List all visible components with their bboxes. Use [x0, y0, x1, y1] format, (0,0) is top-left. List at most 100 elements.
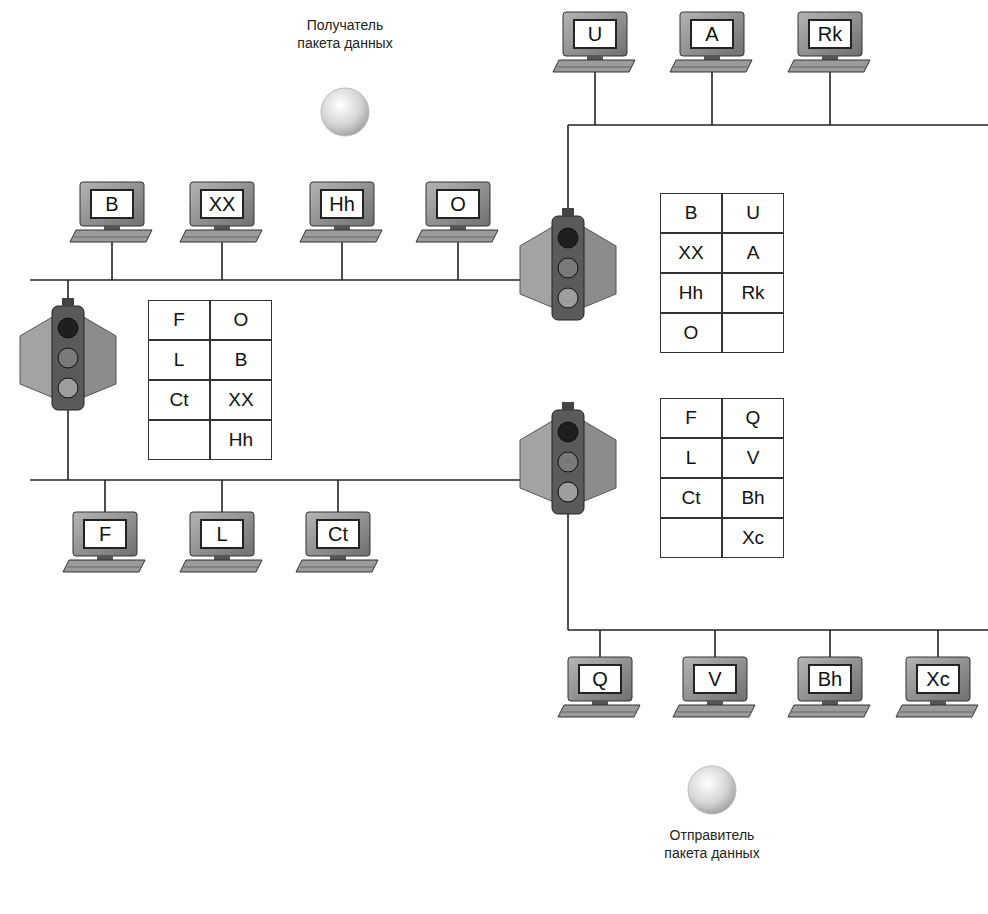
network-wire — [221, 480, 223, 512]
table-entry: L — [686, 447, 697, 469]
computer-label: XX — [200, 189, 244, 219]
table-entry: F — [685, 407, 697, 429]
table-entry: XX — [678, 242, 703, 264]
table-entry: Xc — [742, 527, 764, 549]
data-packet — [321, 88, 369, 136]
computer-label: Q — [578, 664, 622, 694]
computer-label: Hh — [320, 189, 364, 219]
computer-icon — [788, 12, 870, 72]
computer-icon — [180, 512, 262, 572]
computer-icon — [416, 182, 498, 242]
table-cell: Ct — [148, 380, 210, 420]
table-cell — [722, 313, 784, 353]
table-entry: O — [684, 322, 699, 344]
table-cell: Xc — [722, 518, 784, 558]
computer-icon — [70, 182, 152, 242]
table-entry: Rk — [741, 282, 764, 304]
computer-name: Xc — [926, 669, 949, 689]
network-wire — [457, 242, 459, 280]
table-cell: Ct — [660, 478, 722, 518]
computer-name: U — [588, 24, 602, 44]
table-cell: Rk — [722, 273, 784, 313]
computer-label: Bh — [808, 664, 852, 694]
computer-name: V — [708, 669, 721, 689]
computer-name: Hh — [329, 194, 355, 214]
table-cell — [660, 518, 722, 558]
network-wire — [937, 630, 939, 657]
table-cell: XX — [660, 233, 722, 273]
computer-name: A — [705, 24, 718, 44]
table-cell: A — [722, 233, 784, 273]
network-wire — [599, 630, 601, 657]
table-entry: B — [235, 349, 248, 371]
computer-icon — [553, 12, 635, 72]
router-icon — [520, 402, 616, 514]
table-entry: O — [234, 309, 249, 331]
table-cell: B — [660, 193, 722, 233]
table-entry: Hh — [679, 282, 703, 304]
computer-name: Ct — [328, 524, 348, 544]
caption-text: Получатель пакета данных — [297, 17, 392, 51]
table-cell: XX — [210, 380, 272, 420]
table-entry: U — [746, 202, 760, 224]
table-cell: Bh — [722, 478, 784, 518]
table-entry: Hh — [229, 429, 253, 451]
network-wire — [829, 630, 831, 657]
table-entry: XX — [228, 389, 253, 411]
network-wires — [30, 72, 988, 657]
computer-label: V — [693, 664, 737, 694]
table-entry: L — [174, 349, 185, 371]
table-cell: Hh — [660, 273, 722, 313]
data-packet — [688, 766, 736, 814]
computer-icon — [296, 512, 378, 572]
network-wire — [104, 480, 106, 512]
computer-icon — [788, 657, 870, 717]
network-wire — [711, 72, 713, 125]
computer-name: L — [216, 524, 227, 544]
computer-icon — [300, 182, 382, 242]
network-wire — [568, 124, 988, 126]
table-cell: F — [148, 300, 210, 340]
computer-label: A — [690, 19, 734, 49]
table-cell: O — [660, 313, 722, 353]
network-wire — [829, 72, 831, 125]
router-icon — [20, 298, 116, 410]
table-cell: F — [660, 398, 722, 438]
table-entry: F — [173, 309, 185, 331]
network-wire — [337, 480, 339, 512]
computer-icon — [63, 512, 145, 572]
computer-label: Rk — [808, 19, 852, 49]
computer-name: B — [105, 194, 118, 214]
table-cell: V — [722, 438, 784, 478]
table-cell: Q — [722, 398, 784, 438]
computer-icon — [673, 657, 755, 717]
computer-label: Ct — [316, 519, 360, 549]
computer-icon — [896, 657, 978, 717]
network-wire — [341, 242, 343, 280]
network-wire — [594, 72, 596, 125]
table-entry: Bh — [741, 487, 764, 509]
computer-label: L — [200, 519, 244, 549]
table-cell: L — [148, 340, 210, 380]
computer-name: Rk — [818, 24, 842, 44]
table-entry: A — [747, 242, 760, 264]
computer-label: F — [83, 519, 127, 549]
computer-name: F — [99, 524, 111, 544]
sender-label: Отправитель пакета данных — [650, 826, 774, 862]
computer-name: O — [450, 194, 466, 214]
network-wire — [30, 479, 568, 481]
table-cell: B — [210, 340, 272, 380]
computer-name: Q — [592, 669, 608, 689]
recipient-label: Получатель пакета данных — [286, 16, 404, 52]
computer-name: Bh — [818, 669, 842, 689]
caption-text: Отправитель пакета данных — [664, 827, 759, 861]
network-wire — [221, 242, 223, 280]
computer-icon — [670, 12, 752, 72]
computer-label: O — [436, 189, 480, 219]
table-cell — [148, 420, 210, 460]
table-cell: L — [660, 438, 722, 478]
computer-label: Xc — [916, 664, 960, 694]
computer-label: U — [573, 19, 617, 49]
network-wire — [714, 630, 716, 657]
